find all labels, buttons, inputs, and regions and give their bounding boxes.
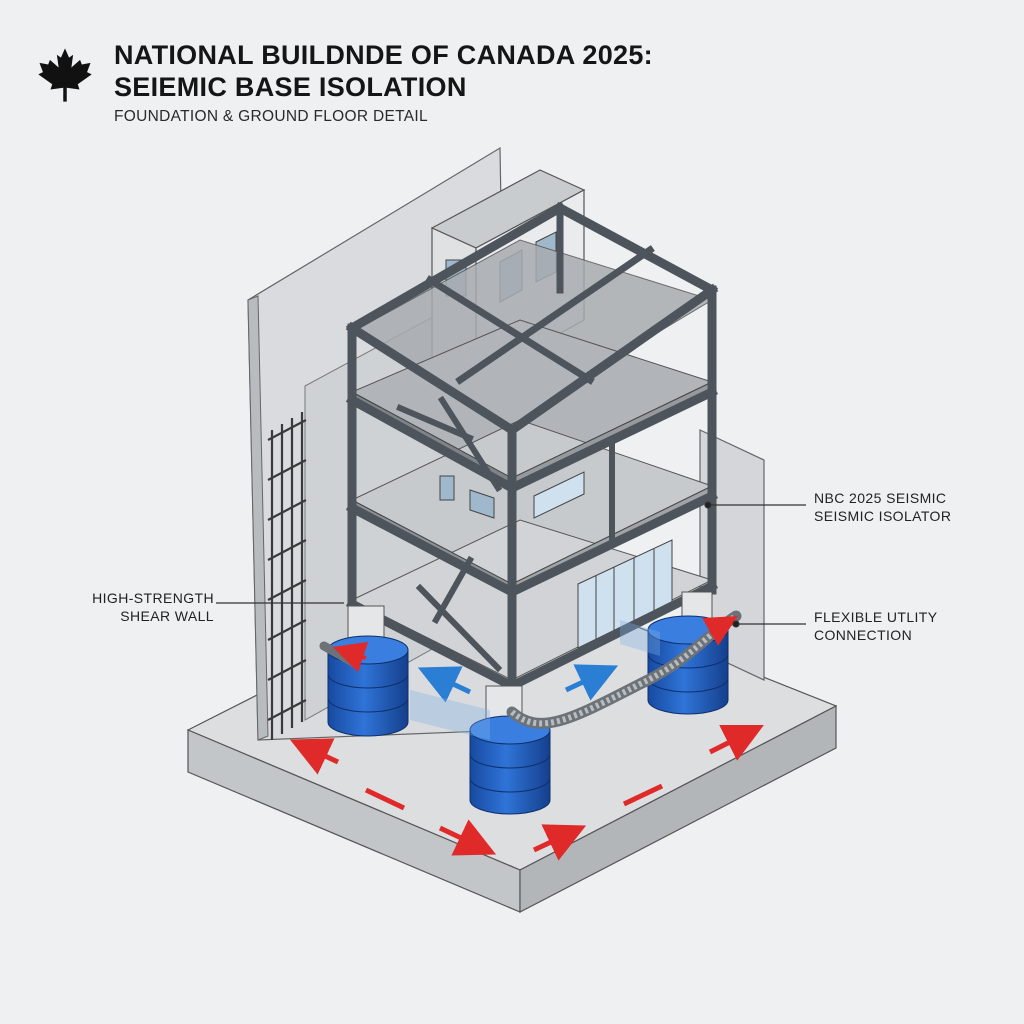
building-motion-arrows: [417, 664, 619, 703]
callout-seismic-isolator: NBC 2025 SEISMIC SEISMIC ISOLATOR: [814, 489, 951, 525]
rebar-grid: [267, 412, 307, 740]
maple-leaf-icon: [38, 48, 92, 102]
title-line-2: SEIEMIC BASE ISOLATION: [114, 72, 467, 102]
callout-utility-line1: FLEXIBLE UTLITY: [814, 609, 938, 625]
motion-shadow: [410, 690, 490, 740]
callout-shear-wall-line2: SHEAR WALL: [120, 608, 214, 625]
subtitle: FOUNDATION & GROUND FLOOR DETAIL: [114, 108, 428, 125]
utility-red-markers: [332, 616, 738, 673]
callout-leaders: [216, 501, 806, 628]
callout-isolator-line2: SEISMIC ISOLATOR: [814, 508, 952, 525]
motion-shadow-right: [620, 620, 660, 656]
callout-shear-wall-line1: HIGH-STRENGTH: [92, 590, 214, 606]
callout-isolator-line1: NBC 2025 SEISMIC: [814, 490, 947, 506]
ground-motion-arrows: [289, 725, 764, 861]
title-line-1: NATIONAL BUILDNDE OF CANADA 2025:: [114, 40, 653, 70]
callout-utility-line2: CONNECTION: [814, 627, 913, 644]
callout-shear-wall: HIGH-STRENGTH SHEAR WALL: [84, 589, 214, 625]
ground-floor-windows: [439, 471, 673, 649]
callout-utility-connection: FLEXIBLE UTLITY CONNECTION: [814, 608, 937, 644]
